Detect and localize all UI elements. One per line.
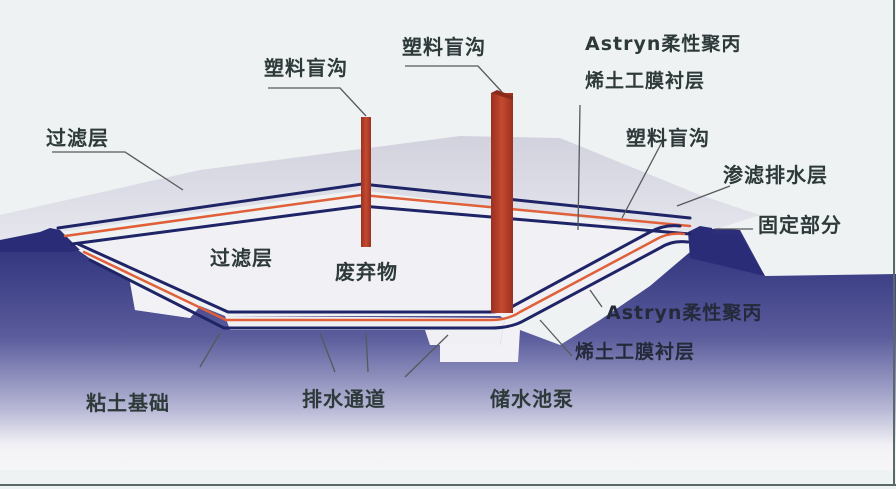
label-anchor-section: 固定部分 [758, 213, 842, 237]
plastic-drain-pipe-center [491, 93, 513, 313]
sump-block [440, 318, 520, 362]
waste-area [75, 195, 690, 316]
label-plastic-drain-left: 塑料盲沟 [264, 56, 348, 80]
label-filter-layer-top: 过滤层 [46, 126, 109, 150]
label-sump-pump: 储水池泵 [490, 387, 574, 411]
label-leachate-drain-layer: 渗滤排水层 [723, 163, 828, 187]
leader-lines [52, 65, 753, 378]
drain-block-left [130, 282, 200, 318]
label-drainage-channel: 排水通道 [302, 387, 386, 411]
drain-block-bottom [225, 316, 505, 345]
label-plastic-drain-center: 塑料盲沟 [402, 35, 486, 59]
label-filter-layer-inner: 过滤层 [210, 246, 273, 270]
anchor-right [688, 226, 765, 276]
anchor-left [0, 228, 80, 252]
label-liner-top-line1: Astryn柔性聚丙 [585, 33, 742, 55]
label-waste: 废弃物 [335, 260, 398, 284]
label-liner-top-line2: 烯土工膜衬层 [585, 70, 706, 92]
label-plastic-drain-right: 塑料盲沟 [626, 126, 710, 150]
plastic-drain-pipe-left [361, 117, 371, 247]
label-liner-bottom-line2: 烯土工膜衬层 [575, 341, 696, 363]
label-liner-bottom-line1: Astryn柔性聚丙 [606, 302, 763, 324]
label-clay-foundation: 粘土基础 [86, 391, 170, 415]
